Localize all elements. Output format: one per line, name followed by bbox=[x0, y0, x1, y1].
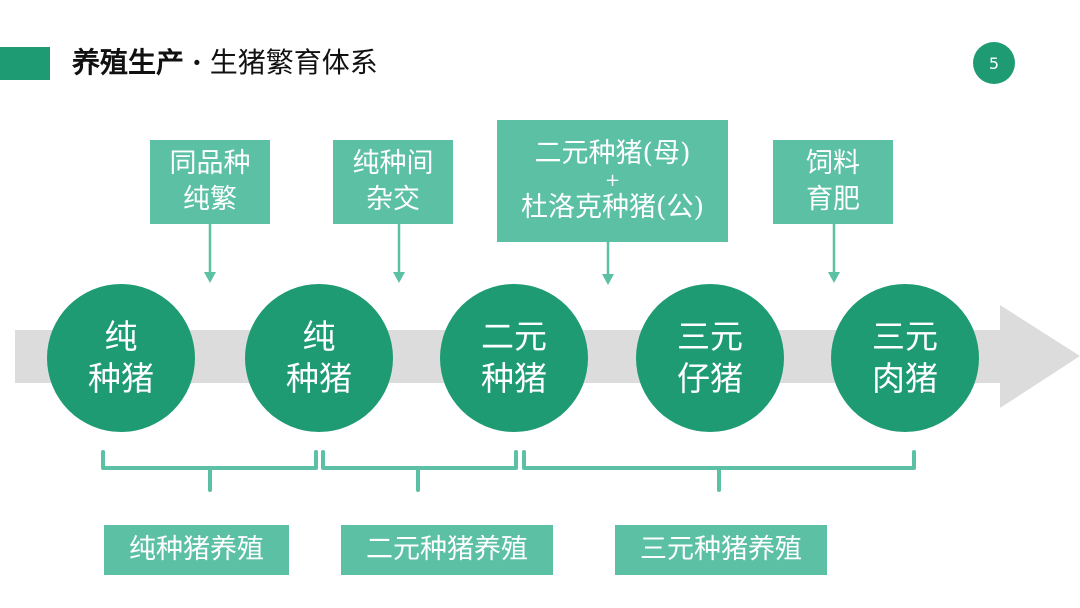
input-box-4: 饲料 育肥 bbox=[773, 140, 893, 224]
group-label-2-text: 二元种猪养殖 bbox=[366, 534, 528, 565]
input-box-2-line1: 纯种间 bbox=[352, 148, 434, 179]
stage-circle-1: 纯 种猪 bbox=[47, 284, 195, 432]
stage-circle-3: 二元 种猪 bbox=[440, 284, 588, 432]
title-separator: · bbox=[192, 46, 202, 79]
stage-5-line2: 肉猪 bbox=[872, 359, 938, 398]
stage-2-line1: 纯 bbox=[302, 317, 336, 356]
page-number-badge: 5 bbox=[973, 42, 1015, 84]
input-box-2: 纯种间 杂交 bbox=[333, 140, 453, 224]
input-box-1: 同品种 纯繁 bbox=[150, 140, 270, 224]
group-bracket-2 bbox=[321, 450, 518, 492]
stage-circle-4: 三元 仔猪 bbox=[636, 284, 784, 432]
stage-2-line2: 种猪 bbox=[286, 359, 352, 398]
input-arrowhead-1 bbox=[204, 272, 216, 283]
stage-5-line1: 三元 bbox=[872, 317, 938, 356]
group-label-2: 二元种猪养殖 bbox=[341, 525, 553, 575]
page-title: 养殖生产·生猪繁育体系 bbox=[72, 44, 378, 82]
stage-1-line2: 种猪 bbox=[88, 359, 154, 398]
input-box-1-line2: 纯繁 bbox=[183, 184, 237, 215]
title-accent-bar bbox=[0, 47, 50, 80]
group-bracket-1 bbox=[101, 450, 318, 492]
title-sub: 生猪繁育体系 bbox=[209, 46, 378, 79]
title-main: 养殖生产 bbox=[72, 46, 185, 79]
input-box-3-plus: + bbox=[604, 170, 621, 191]
input-arrowhead-3 bbox=[602, 274, 614, 285]
group-label-3-text: 三元种猪养殖 bbox=[640, 534, 802, 565]
input-arrowhead-4 bbox=[828, 272, 840, 283]
input-box-1-line1: 同品种 bbox=[169, 148, 251, 179]
input-box-3: 二元种猪(母) + 杜洛克种猪(公) bbox=[497, 120, 728, 242]
input-box-2-line2: 杂交 bbox=[366, 184, 420, 215]
group-bracket-3 bbox=[522, 450, 916, 492]
group-label-1: 纯种猪养殖 bbox=[104, 525, 289, 575]
stage-4-line2: 仔猪 bbox=[677, 359, 743, 398]
input-box-3-line1: 二元种猪(母) bbox=[534, 138, 691, 169]
stage-1-line1: 纯 bbox=[104, 317, 138, 356]
group-label-3: 三元种猪养殖 bbox=[615, 525, 827, 575]
input-box-4-line2: 育肥 bbox=[806, 184, 860, 215]
input-box-4-line1: 饲料 bbox=[806, 148, 860, 179]
stage-3-line1: 二元 bbox=[481, 317, 547, 356]
group-label-1-text: 纯种猪养殖 bbox=[129, 534, 264, 565]
input-arrowhead-2 bbox=[393, 272, 405, 283]
stage-circle-2: 纯 种猪 bbox=[245, 284, 393, 432]
stage-circle-5: 三元 肉猪 bbox=[831, 284, 979, 432]
input-box-3-line2: 杜洛克种猪(公) bbox=[520, 192, 705, 223]
stage-3-line2: 种猪 bbox=[481, 359, 547, 398]
stage-4-line1: 三元 bbox=[677, 317, 743, 356]
